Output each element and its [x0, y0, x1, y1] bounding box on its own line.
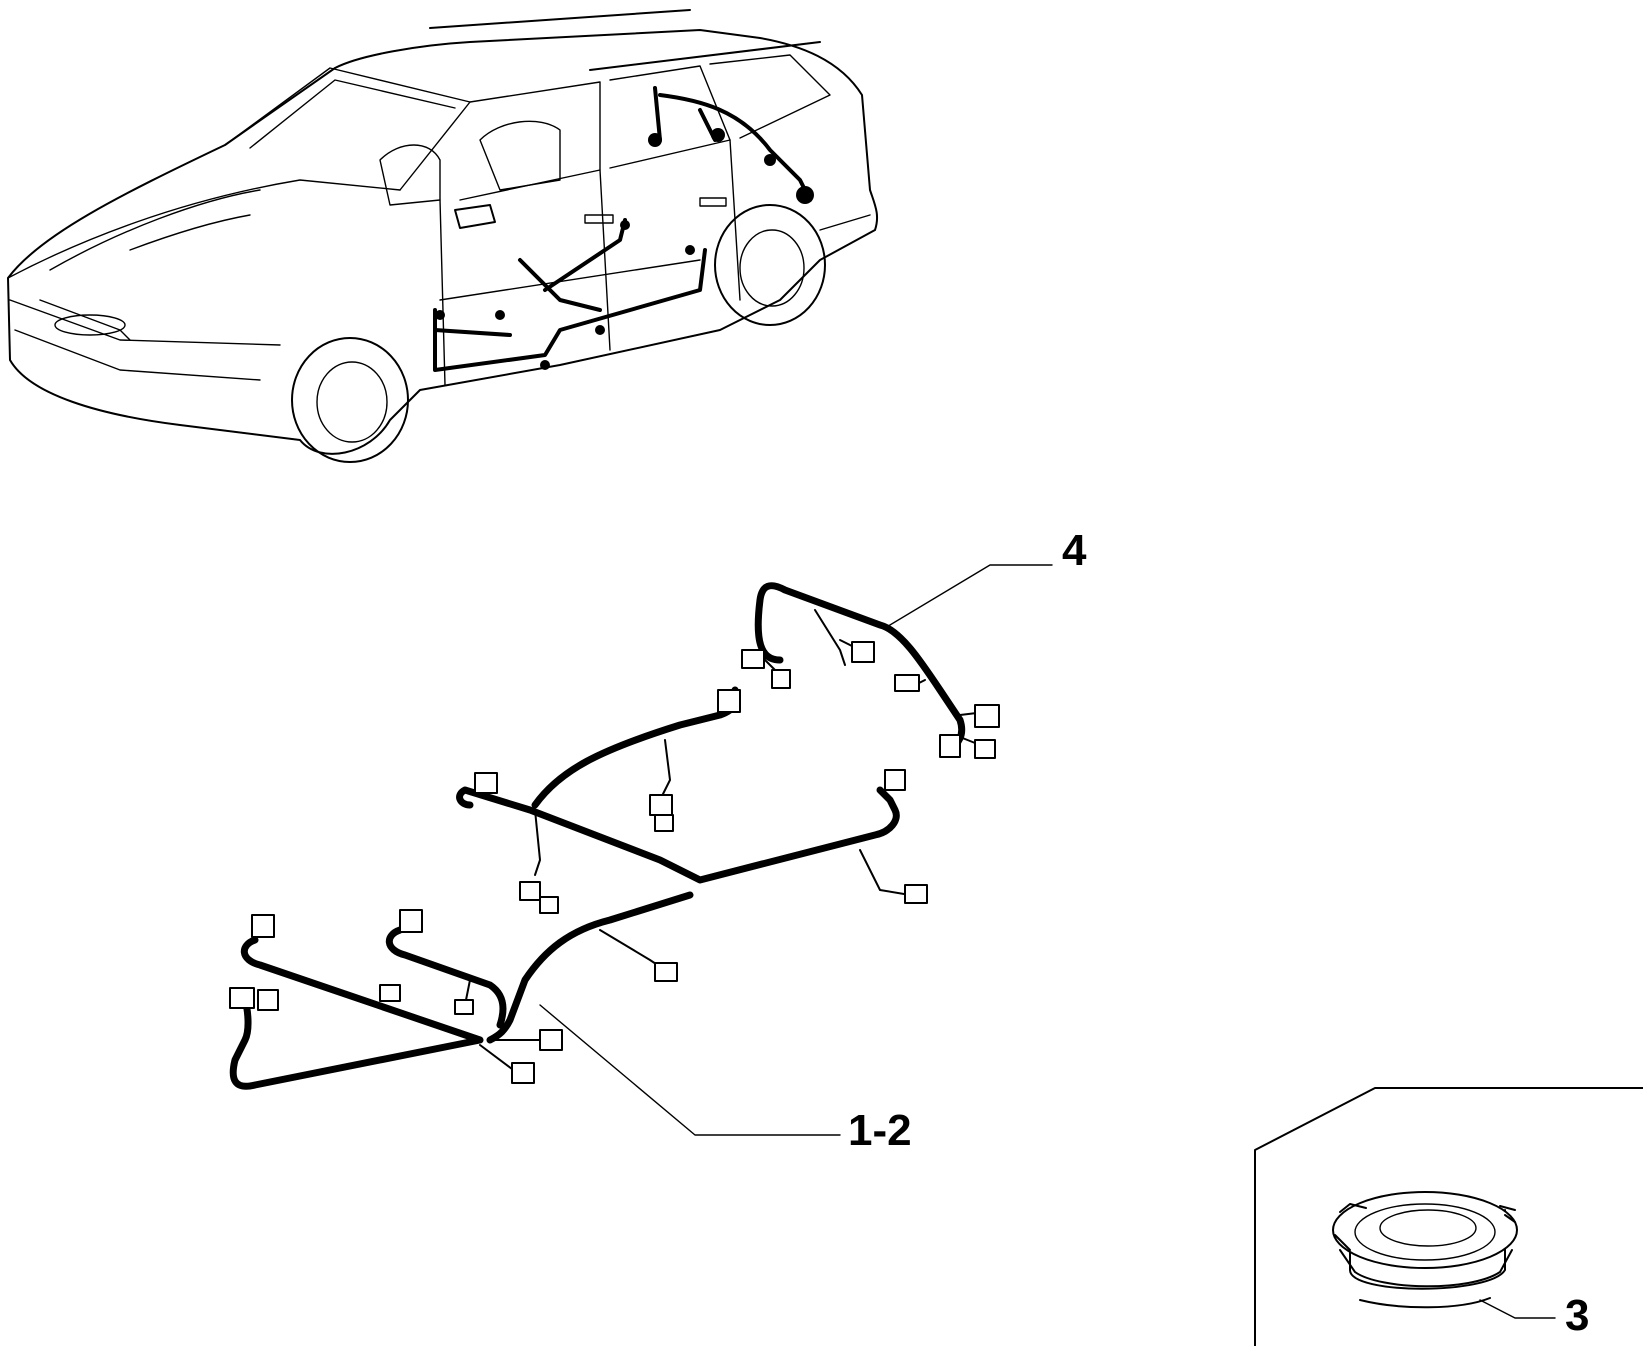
callout-label-4: 4	[1062, 526, 1087, 575]
callout-label-1-2: 1-2	[848, 1106, 912, 1155]
speaker-component	[1332, 1191, 1518, 1309]
harness-part-4	[741, 582, 1000, 759]
inset-part-3: 3	[1254, 1087, 1643, 1346]
callout-label-3: 3	[1565, 1291, 1589, 1340]
callout-4: 4	[884, 526, 1087, 629]
harness-part-1-2	[229, 686, 928, 1090]
station-wagon-illustration	[7, 9, 879, 463]
callout-1-2: 1-2	[539, 1004, 912, 1155]
